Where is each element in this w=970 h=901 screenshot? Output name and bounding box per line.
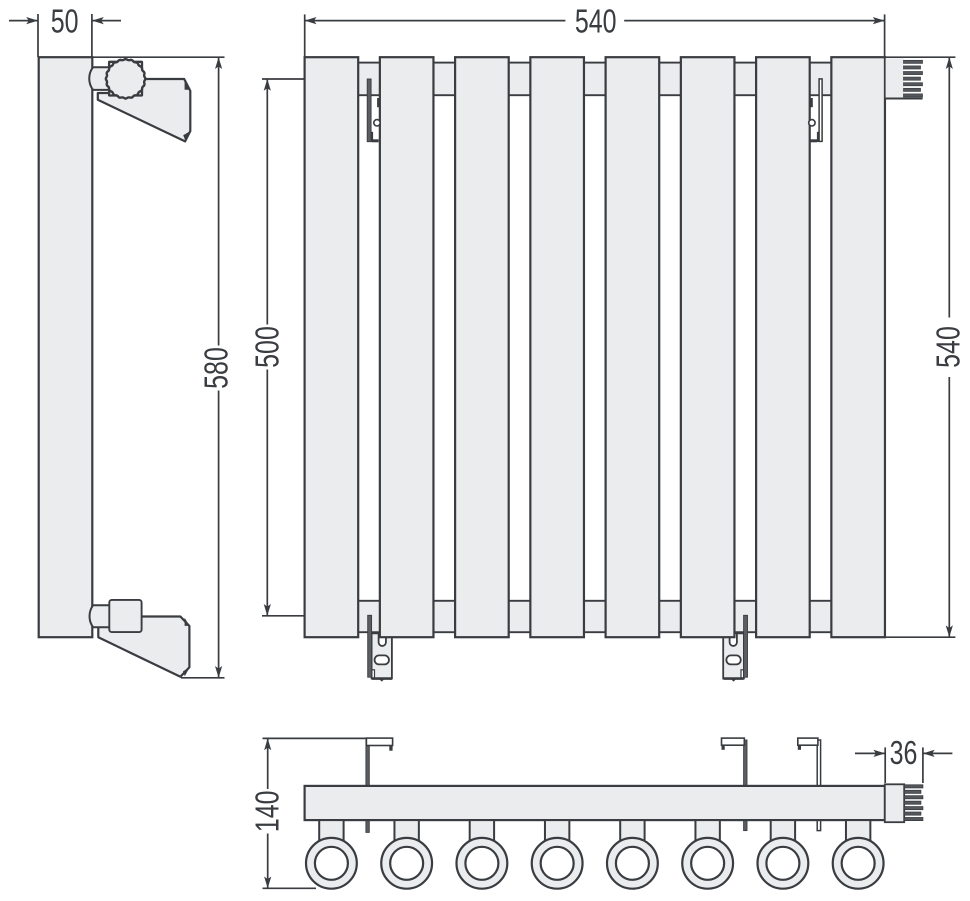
svg-text:540: 540 (931, 326, 967, 368)
svg-text:140: 140 (250, 790, 286, 832)
svg-text:500: 500 (250, 326, 286, 368)
svg-text:50: 50 (51, 4, 79, 40)
svg-text:36: 36 (890, 736, 918, 772)
svg-text:540: 540 (575, 4, 617, 40)
svg-text:580: 580 (199, 347, 235, 389)
